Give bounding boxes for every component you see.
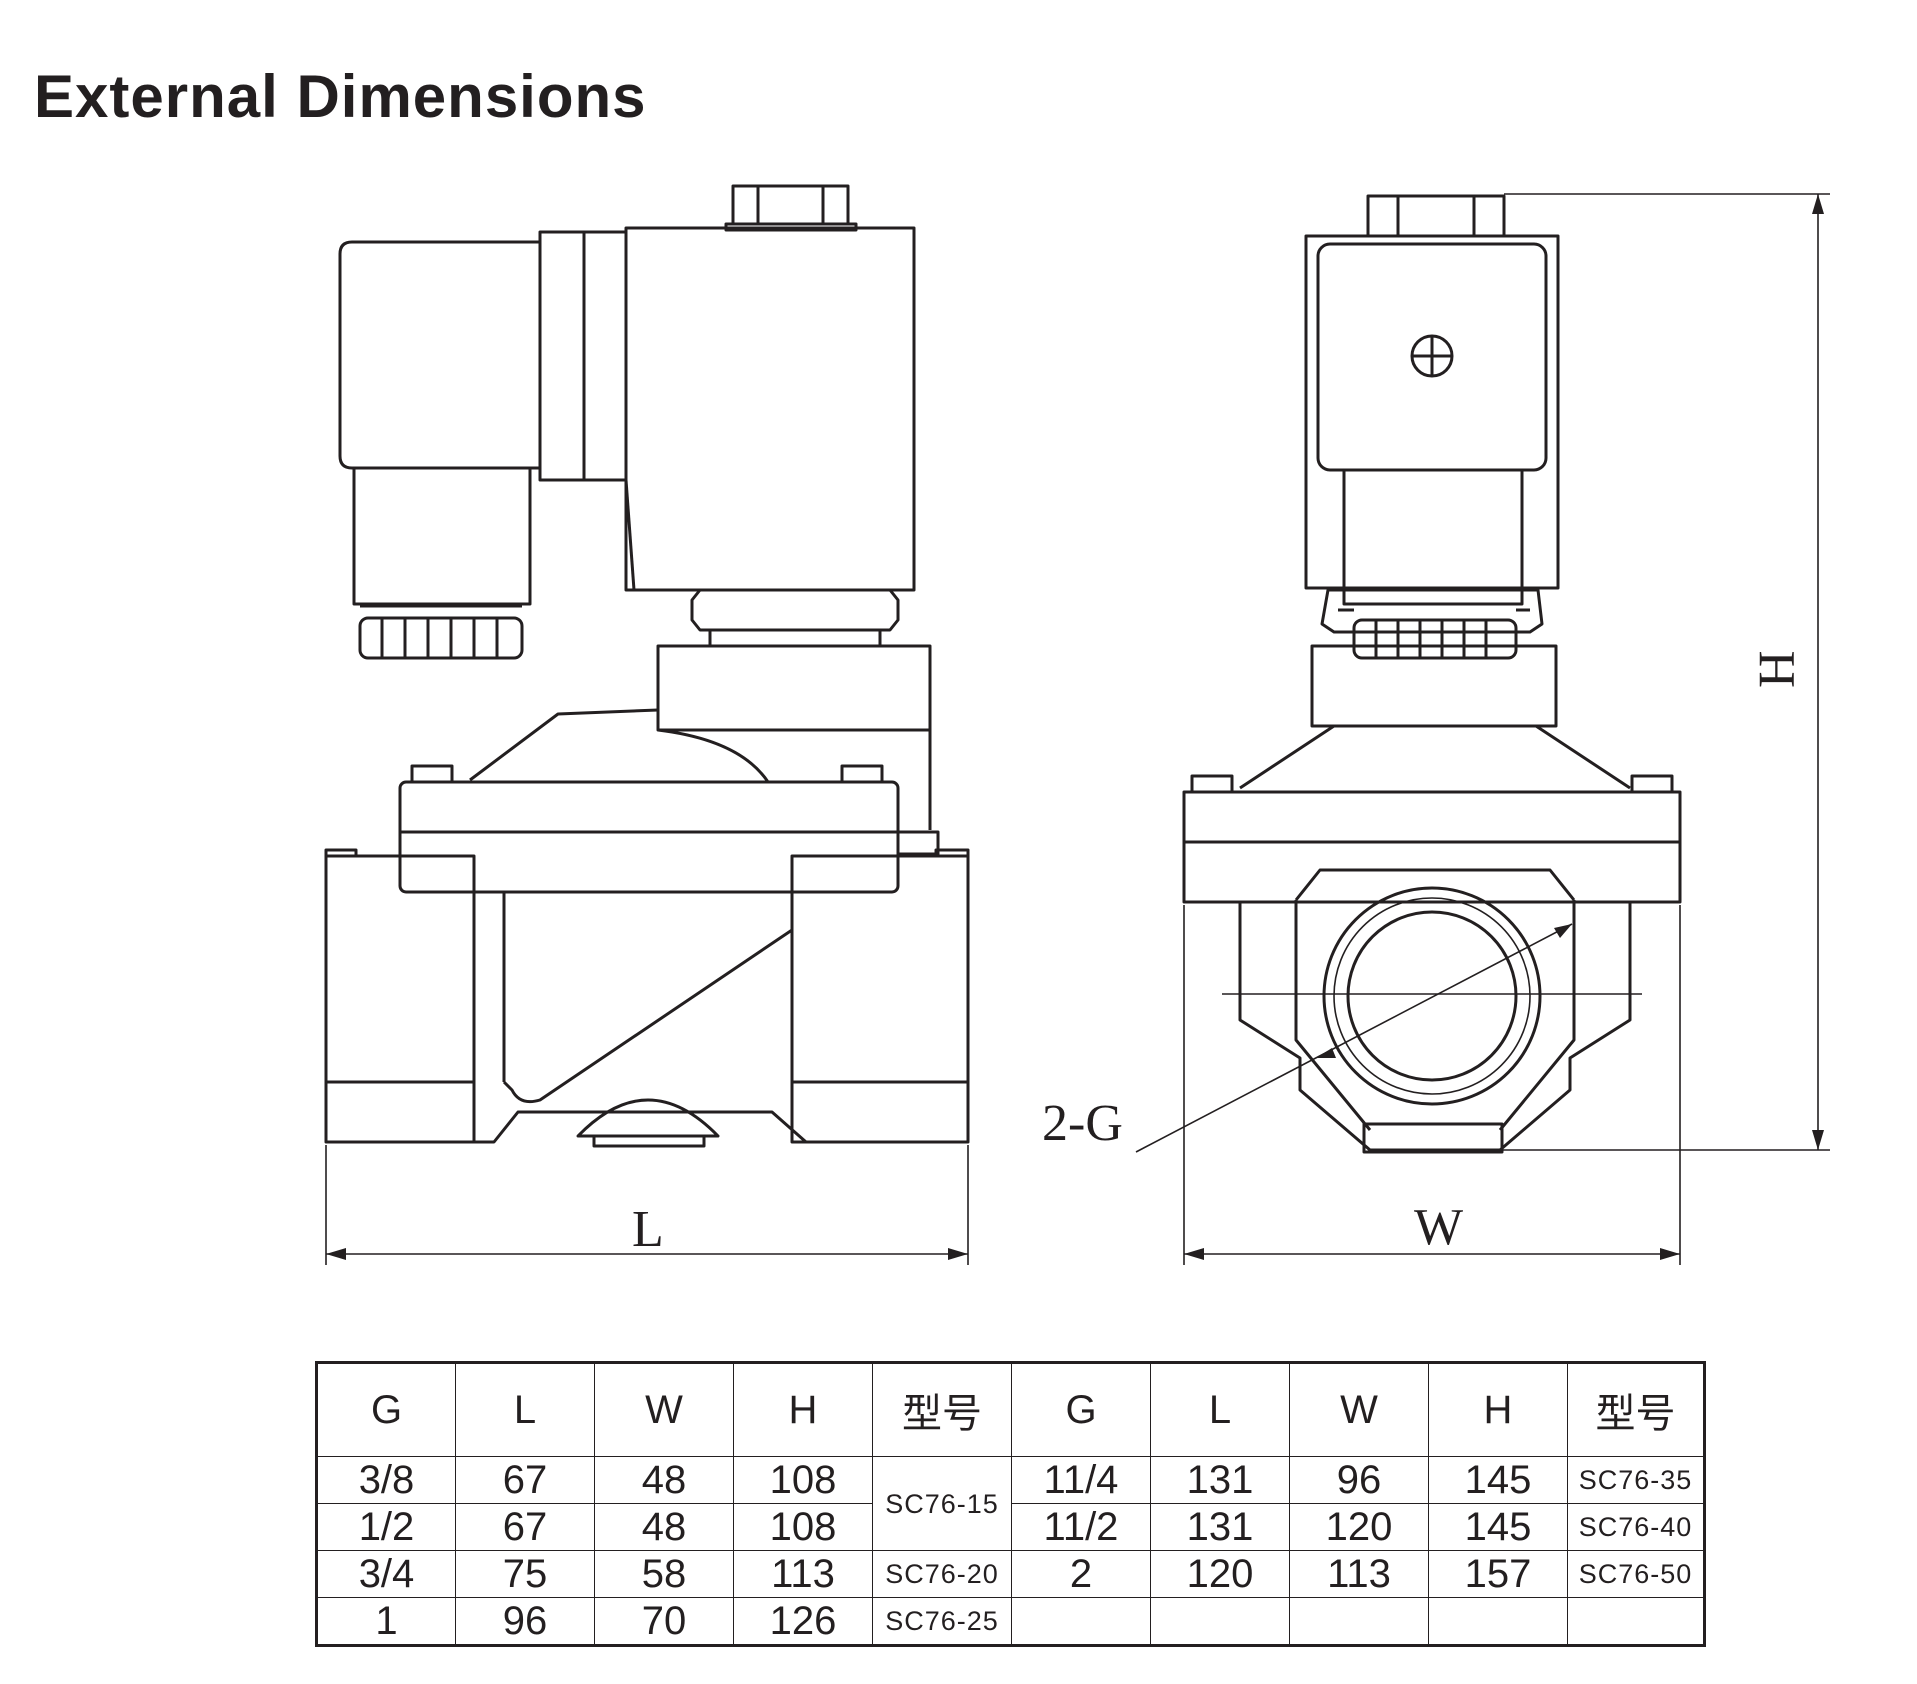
cell-w: 48 [594,1503,734,1551]
table-row: 1 96 70 126 SC76-25 [316,1597,1705,1646]
cell-h: 157 [1428,1550,1568,1598]
front-view [324,184,970,1148]
cell-model: SC76-15 [872,1456,1012,1551]
valve-drawing: L W H 2-G [324,184,1830,1265]
cell-h: 108 [733,1503,873,1551]
cell-l: 67 [455,1456,595,1504]
cell-empty [1428,1597,1568,1646]
header-cell: 型号 [872,1362,1012,1457]
cell-model: SC76-35 [1567,1456,1705,1504]
label-H: H [1749,650,1806,688]
dimension-lines [325,193,1830,1265]
cell-model: SC76-20 [872,1550,1012,1598]
cell-h: 108 [733,1456,873,1504]
cell-w: 96 [1289,1456,1429,1504]
cell-model: SC76-25 [872,1597,1012,1646]
cell-l: 131 [1150,1503,1290,1551]
cell-empty [1567,1597,1705,1646]
cell-g: 1/2 [316,1503,456,1551]
cell-h: 145 [1428,1456,1568,1504]
header-cell: 型号 [1567,1362,1705,1457]
header-cell: L [455,1362,595,1457]
header-cell: W [594,1362,734,1457]
cell-model: SC76-40 [1567,1503,1705,1551]
cell-l: 120 [1150,1550,1290,1598]
label-L: L [632,1201,664,1258]
cell-empty [1011,1597,1151,1646]
cell-w: 113 [1289,1550,1429,1598]
cell-l: 75 [455,1550,595,1598]
header-cell: H [733,1362,873,1457]
table-header-row: G L W H 型号 G L W H 型号 [316,1362,1705,1457]
label-2G: 2-G [1042,1095,1123,1152]
header-cell: G [1011,1362,1151,1457]
cell-empty [1150,1597,1290,1646]
header-cell: W [1289,1362,1429,1457]
cell-g: 1 [316,1597,456,1646]
cell-g: 3/4 [316,1550,456,1598]
side-view [1135,194,1682,1154]
cell-w: 70 [594,1597,734,1646]
label-W: W [1414,1199,1463,1256]
cell-h: 145 [1428,1503,1568,1551]
cell-w: 48 [594,1456,734,1504]
header-cell: L [1150,1362,1290,1457]
cell-g: 11/2 [1011,1503,1151,1551]
cell-g: 11/4 [1011,1456,1151,1504]
cell-g: 3/8 [316,1456,456,1504]
header-cell: G [316,1362,456,1457]
cell-h: 126 [733,1597,873,1646]
table-row: 3/4 75 58 113 SC76-20 2 120 113 157 SC76… [316,1550,1705,1598]
page-title: External Dimensions [34,63,647,130]
cell-l: 131 [1150,1456,1290,1504]
cell-g: 2 [1011,1550,1151,1598]
table-row: 3/8 67 48 108 SC76-15 11/4 131 96 145 SC… [316,1456,1705,1551]
cell-l: 67 [455,1503,595,1551]
cell-l: 96 [455,1597,595,1646]
cell-w: 58 [594,1550,734,1598]
dimensions-table: G L W H 型号 G L W H 型号 3/8 67 48 108 SC76… [315,1361,1706,1647]
cell-h: 113 [733,1550,873,1598]
cell-w: 120 [1289,1503,1429,1551]
table-row: 1/2 67 48 108 11/2 131 120 145 SC76-40 [316,1503,1705,1551]
cell-empty [1289,1597,1429,1646]
cell-model: SC76-50 [1567,1550,1705,1598]
header-cell: H [1428,1362,1568,1457]
